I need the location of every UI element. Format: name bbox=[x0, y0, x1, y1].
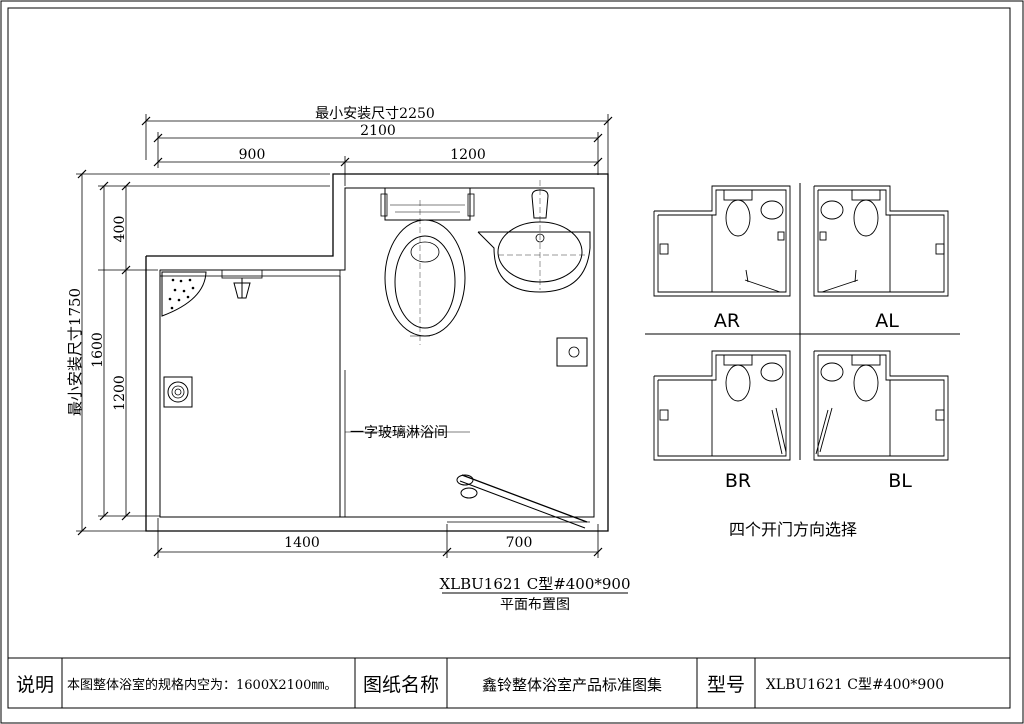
title-block bbox=[7, 657, 1011, 709]
variant-br-plan bbox=[653, 350, 791, 461]
model-value: XLBU1621 C型#400*900 bbox=[766, 677, 944, 693]
dimension-labels: 最小安装尺寸2250 2100 900 1200 400 1600 1200 最… bbox=[66, 106, 532, 551]
dim-bottom-left-label: 1400 bbox=[284, 535, 320, 551]
variants-caption: 四个开门方向选择 bbox=[729, 520, 857, 539]
main-plan bbox=[145, 173, 609, 532]
variant-divider bbox=[645, 183, 960, 460]
model-label: 型号 bbox=[707, 674, 745, 696]
note-label: 说明 bbox=[16, 674, 54, 696]
dim-400-label: 400 bbox=[112, 216, 128, 243]
dim-total-min-label: 最小安装尺寸2250 bbox=[315, 106, 435, 122]
drawing-name-value: 鑫铃整体浴室产品标准图集 bbox=[482, 676, 662, 694]
model-code-label: XLBU1621 C型#400*900 bbox=[439, 575, 630, 593]
dim-total-label: 2100 bbox=[360, 123, 396, 139]
variant-al-plan bbox=[813, 185, 949, 297]
variant-ar-plan bbox=[653, 185, 791, 297]
dim-bottom-right-label: 700 bbox=[506, 535, 533, 551]
dimension-lines bbox=[76, 114, 613, 558]
dim-1600-label: 1600 bbox=[90, 332, 106, 368]
dim-right-top-label: 1200 bbox=[450, 147, 486, 163]
dim-1200-label: 1200 bbox=[112, 375, 128, 411]
dim-left-top-label: 900 bbox=[239, 147, 266, 163]
variant-ar-label: AR bbox=[714, 310, 740, 332]
drawing-name-label: 图纸名称 bbox=[363, 674, 439, 696]
shower-label: 一字玻璃淋浴间 bbox=[350, 424, 448, 441]
variant-bl-plan bbox=[813, 350, 949, 461]
variant-al-label: AL bbox=[875, 310, 899, 332]
plan-caption: XLBU1621 C型#400*900 平面布置图 bbox=[439, 575, 630, 613]
dim-vertical-min-label: 最小安装尺寸1750 bbox=[66, 288, 84, 416]
variant-bl-label: BL bbox=[888, 470, 912, 492]
note-text: 本图整体浴室的规格内空为：1600X2100㎜。 bbox=[67, 677, 337, 693]
plan-title-label: 平面布置图 bbox=[500, 597, 570, 613]
variant-br-label: BR bbox=[725, 470, 751, 492]
